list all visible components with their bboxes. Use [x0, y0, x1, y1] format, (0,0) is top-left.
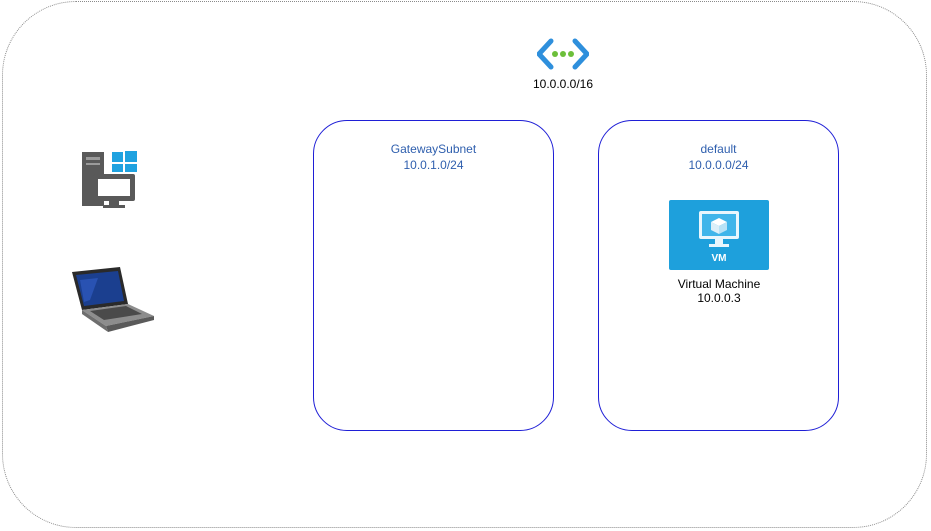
- subnet-gateway-label: GatewaySubnet 10.0.1.0/24: [314, 141, 553, 173]
- vm-name: Virtual Machine: [677, 277, 761, 291]
- virtual-machine-icon: [699, 211, 739, 247]
- vm-label: Virtual Machine 10.0.0.3: [648, 277, 790, 305]
- subnet-gateway: GatewaySubnet 10.0.1.0/24: [313, 120, 554, 431]
- subnet-default-name: default: [700, 142, 737, 156]
- windows-workstation-icon: [82, 151, 137, 208]
- virtual-network-icon: [537, 38, 589, 70]
- virtual-machine-tile: VM: [669, 200, 769, 270]
- subnet-gateway-cidr: 10.0.1.0/24: [403, 158, 464, 172]
- subnet-default-cidr: 10.0.0.0/24: [688, 158, 749, 172]
- vm-ip: 10.0.0.3: [697, 291, 741, 305]
- subnet-default: default 10.0.0.0/24: [598, 120, 839, 431]
- laptop-icon: [72, 267, 154, 332]
- subnet-gateway-name: GatewaySubnet: [390, 142, 477, 156]
- subnet-default-label: default 10.0.0.0/24: [599, 141, 838, 173]
- vm-badge: VM: [711, 253, 727, 264]
- vnet-cidr-label: 10.0.0.0/16: [532, 77, 594, 91]
